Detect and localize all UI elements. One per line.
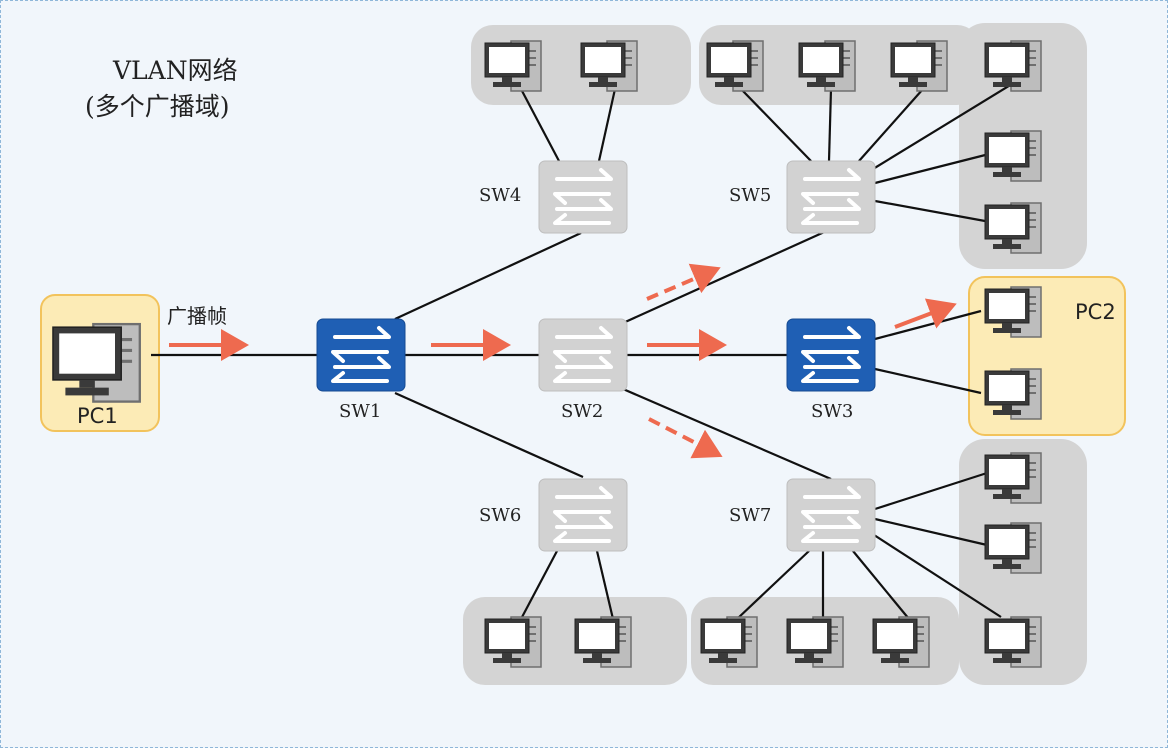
arrow-sw2-sw7-dashed	[648, 417, 723, 459]
arrow-sw3-pc2	[894, 298, 957, 329]
pc2-label: PC2	[1075, 300, 1116, 324]
sw5-label: SW5	[729, 185, 771, 206]
broadcast-frame-label: 广播帧	[167, 304, 227, 328]
diagram-title: VLAN网络	[112, 56, 238, 85]
pc2-computer-icon-1	[984, 286, 1042, 338]
sw1-label: SW1	[339, 401, 381, 422]
computer-icon-bottom-1	[484, 616, 542, 668]
computer-icon-bottom-3	[700, 616, 758, 668]
arrow-sw2-sw5-dashed	[646, 263, 721, 301]
computer-icon-right-4	[984, 452, 1042, 504]
sw5-switch-icon	[785, 159, 877, 235]
computer-icon-right-5	[984, 522, 1042, 574]
sw2-switch-icon	[537, 317, 629, 393]
computer-icon-right-2	[984, 130, 1042, 182]
broadcast-arrows	[169, 263, 957, 459]
sw4-label: SW4	[479, 185, 521, 206]
computer-icon-top-2	[580, 40, 638, 92]
computer-icon-top-1	[484, 40, 542, 92]
sw7-switch-icon	[785, 477, 877, 553]
computer-icon-right-6	[984, 616, 1042, 668]
computer-icon-right-3	[984, 202, 1042, 254]
sw1-switch-icon	[315, 317, 407, 393]
sw3-label: SW3	[811, 401, 853, 422]
sw4-switch-icon	[537, 159, 629, 235]
links	[151, 80, 1018, 620]
sw2-label: SW2	[561, 401, 603, 422]
computer-icon-bottom-5	[872, 616, 930, 668]
computer-icon-top-3	[706, 40, 764, 92]
diagram-subtitle: (多个广播域)	[85, 92, 230, 121]
sw6-switch-icon	[537, 477, 629, 553]
computer-icon-bottom-2	[574, 616, 632, 668]
computer-icon-bottom-4	[786, 616, 844, 668]
computer-icon-top-4	[798, 40, 856, 92]
sw3-switch-icon	[785, 317, 877, 393]
sw7-label: SW7	[729, 505, 771, 526]
pc2-computer-icon-2	[984, 368, 1042, 420]
computer-icon-right-1	[984, 40, 1042, 92]
computer-icon-top-5	[890, 40, 948, 92]
pc1-computer-icon	[51, 322, 142, 404]
sw6-label: SW6	[479, 505, 521, 526]
pc1-label: PC1	[77, 404, 118, 428]
